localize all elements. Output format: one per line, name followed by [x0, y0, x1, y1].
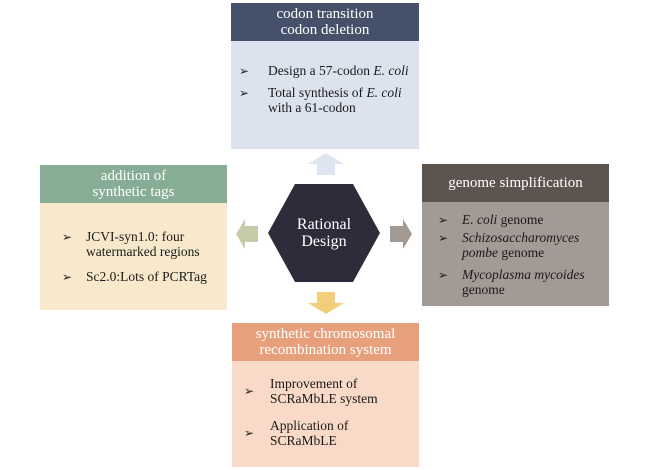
text-run: Sc2.0:Lots of PCRTag — [86, 269, 207, 284]
arrow-bullet-icon: ➢ — [438, 268, 449, 282]
arrow-bullet-icon: ➢ — [244, 426, 255, 440]
codon-box-list: ➢ Design a 57-codon E. coli ➢ Total synthes… — [239, 63, 411, 115]
synthetic-tags-title-line2: synthetic tags — [92, 184, 175, 200]
genome-simplification-box: genome simplification ➢ E. coli genome ➢ Sc… — [422, 164, 609, 306]
recombination-box-header: synthetic chromosomal recombination syst… — [232, 323, 419, 361]
arrow-bullet-icon: ➢ — [62, 270, 73, 284]
synthetic-tags-box: addition of synthetic tags ➢ JCVI-syn1.0:… — [40, 165, 227, 310]
hexagon-polygon — [268, 184, 380, 282]
arrow-bullet-icon: ➢ — [438, 213, 449, 227]
synthetic-tags-list: ➢ JCVI-syn1.0: four watermarked regions ➢ S… — [62, 229, 219, 284]
list-item-text: Schizosaccharomyces pombe genome — [462, 230, 603, 260]
rational-design-hexagon: Rational Design — [268, 184, 380, 282]
list-item-text: Sc2.0:Lots of PCRTag — [86, 269, 219, 284]
codon-box-title-line2: codon deletion — [280, 22, 370, 38]
recombination-list: ➢ Improvement of SCRaMbLE system ➢ Applicat… — [244, 376, 413, 448]
list-item-text: Improvement of SCRaMbLE system — [270, 376, 413, 406]
arrow-down-icon — [308, 292, 344, 314]
list-item-text: JCVI-syn1.0: four watermarked regions — [86, 229, 219, 259]
hexagon-shape — [268, 184, 380, 282]
list-item: ➢ JCVI-syn1.0: four watermarked regions — [62, 229, 219, 259]
list-item-text: E. coli genome — [462, 212, 603, 227]
list-item: ➢ Design a 57-codon E. coli — [239, 63, 411, 78]
genome-simplification-box-body: ➢ E. coli genome ➢ Schizosaccharomyces pomb… — [422, 202, 609, 297]
list-item: ➢ E. coli genome — [438, 212, 603, 227]
list-item-text: Mycoplasma mycoides genome — [462, 267, 603, 297]
text-run: Total synthesis of — [268, 85, 367, 100]
recombination-box-body: ➢ Improvement of SCRaMbLE system ➢ Applicat… — [232, 361, 419, 448]
synthetic-tags-title-line1: addition of — [100, 168, 167, 184]
hexagon-label-line1: Rational — [296, 216, 352, 233]
arrow-bullet-icon: ➢ — [239, 64, 250, 78]
arrow-bullet-icon: ➢ — [62, 230, 73, 244]
italic-term: Schizosaccharomyces pombe — [462, 230, 580, 260]
codon-box-body: ➢ Design a 57-codon E. coli ➢ Total synthes… — [231, 41, 419, 115]
arrow-up-icon — [308, 153, 344, 175]
recombination-box: synthetic chromosomal recombination syst… — [232, 323, 419, 467]
synthetic-tags-box-header: addition of synthetic tags — [40, 165, 227, 203]
arrow-right-icon — [390, 219, 412, 249]
italic-term: E. coli — [366, 85, 402, 100]
genome-simplification-title: genome simplification — [448, 175, 583, 191]
genome-simplification-box-header: genome simplification — [422, 164, 609, 202]
codon-box-header: codon transition codon deletion — [231, 3, 419, 41]
text-run: Design a 57-codon — [268, 63, 374, 78]
hexagon-label-line2: Design — [301, 233, 347, 250]
italic-term: Mycoplasma mycoides — [462, 267, 585, 282]
hexagon-label: Rational Design — [268, 184, 380, 282]
arrow-left-icon — [236, 219, 258, 249]
list-item: ➢ Application of SCRaMbLE — [244, 418, 413, 448]
italic-term: E. coli — [462, 212, 498, 227]
text-run: with a 61-codon — [268, 100, 356, 115]
italic-term: E. coli — [373, 63, 409, 78]
text-run: Improvement of SCRaMbLE system — [270, 376, 378, 406]
list-item: ➢ Schizosaccharomyces pombe genome — [438, 230, 603, 260]
list-item-text: Total synthesis of E. coli with a 61-cod… — [268, 85, 411, 115]
recombination-title-line1: synthetic chromosomal — [255, 326, 396, 342]
arrow-bullet-icon: ➢ — [244, 384, 255, 398]
text-run: JCVI-syn1.0: four watermarked regions — [86, 229, 200, 259]
list-item-text: Application of SCRaMbLE — [270, 418, 413, 448]
codon-box-title-line1: codon transition — [276, 6, 374, 22]
genome-simplification-list: ➢ E. coli genome ➢ Schizosaccharomyces pomb… — [438, 212, 603, 297]
synthetic-tags-box-body: ➢ JCVI-syn1.0: four watermarked regions ➢ S… — [40, 203, 227, 284]
list-item: ➢ Total synthesis of E. coli with a 61-co… — [239, 85, 411, 115]
codon-box: codon transition codon deletion ➢ Design … — [231, 3, 419, 149]
arrow-bullet-icon: ➢ — [239, 86, 250, 100]
text-run: genome — [497, 212, 544, 227]
list-item: ➢ Sc2.0:Lots of PCRTag — [62, 269, 219, 284]
arrow-bullet-icon: ➢ — [438, 231, 449, 245]
recombination-title-line2: recombination system — [259, 342, 392, 358]
text-run: genome — [498, 245, 545, 260]
list-item-text: Design a 57-codon E. coli — [268, 63, 411, 78]
text-run: Application of SCRaMbLE — [270, 418, 349, 448]
list-item: ➢ Mycoplasma mycoides genome — [438, 267, 603, 297]
list-item: ➢ Improvement of SCRaMbLE system — [244, 376, 413, 406]
text-run: genome — [462, 282, 505, 297]
